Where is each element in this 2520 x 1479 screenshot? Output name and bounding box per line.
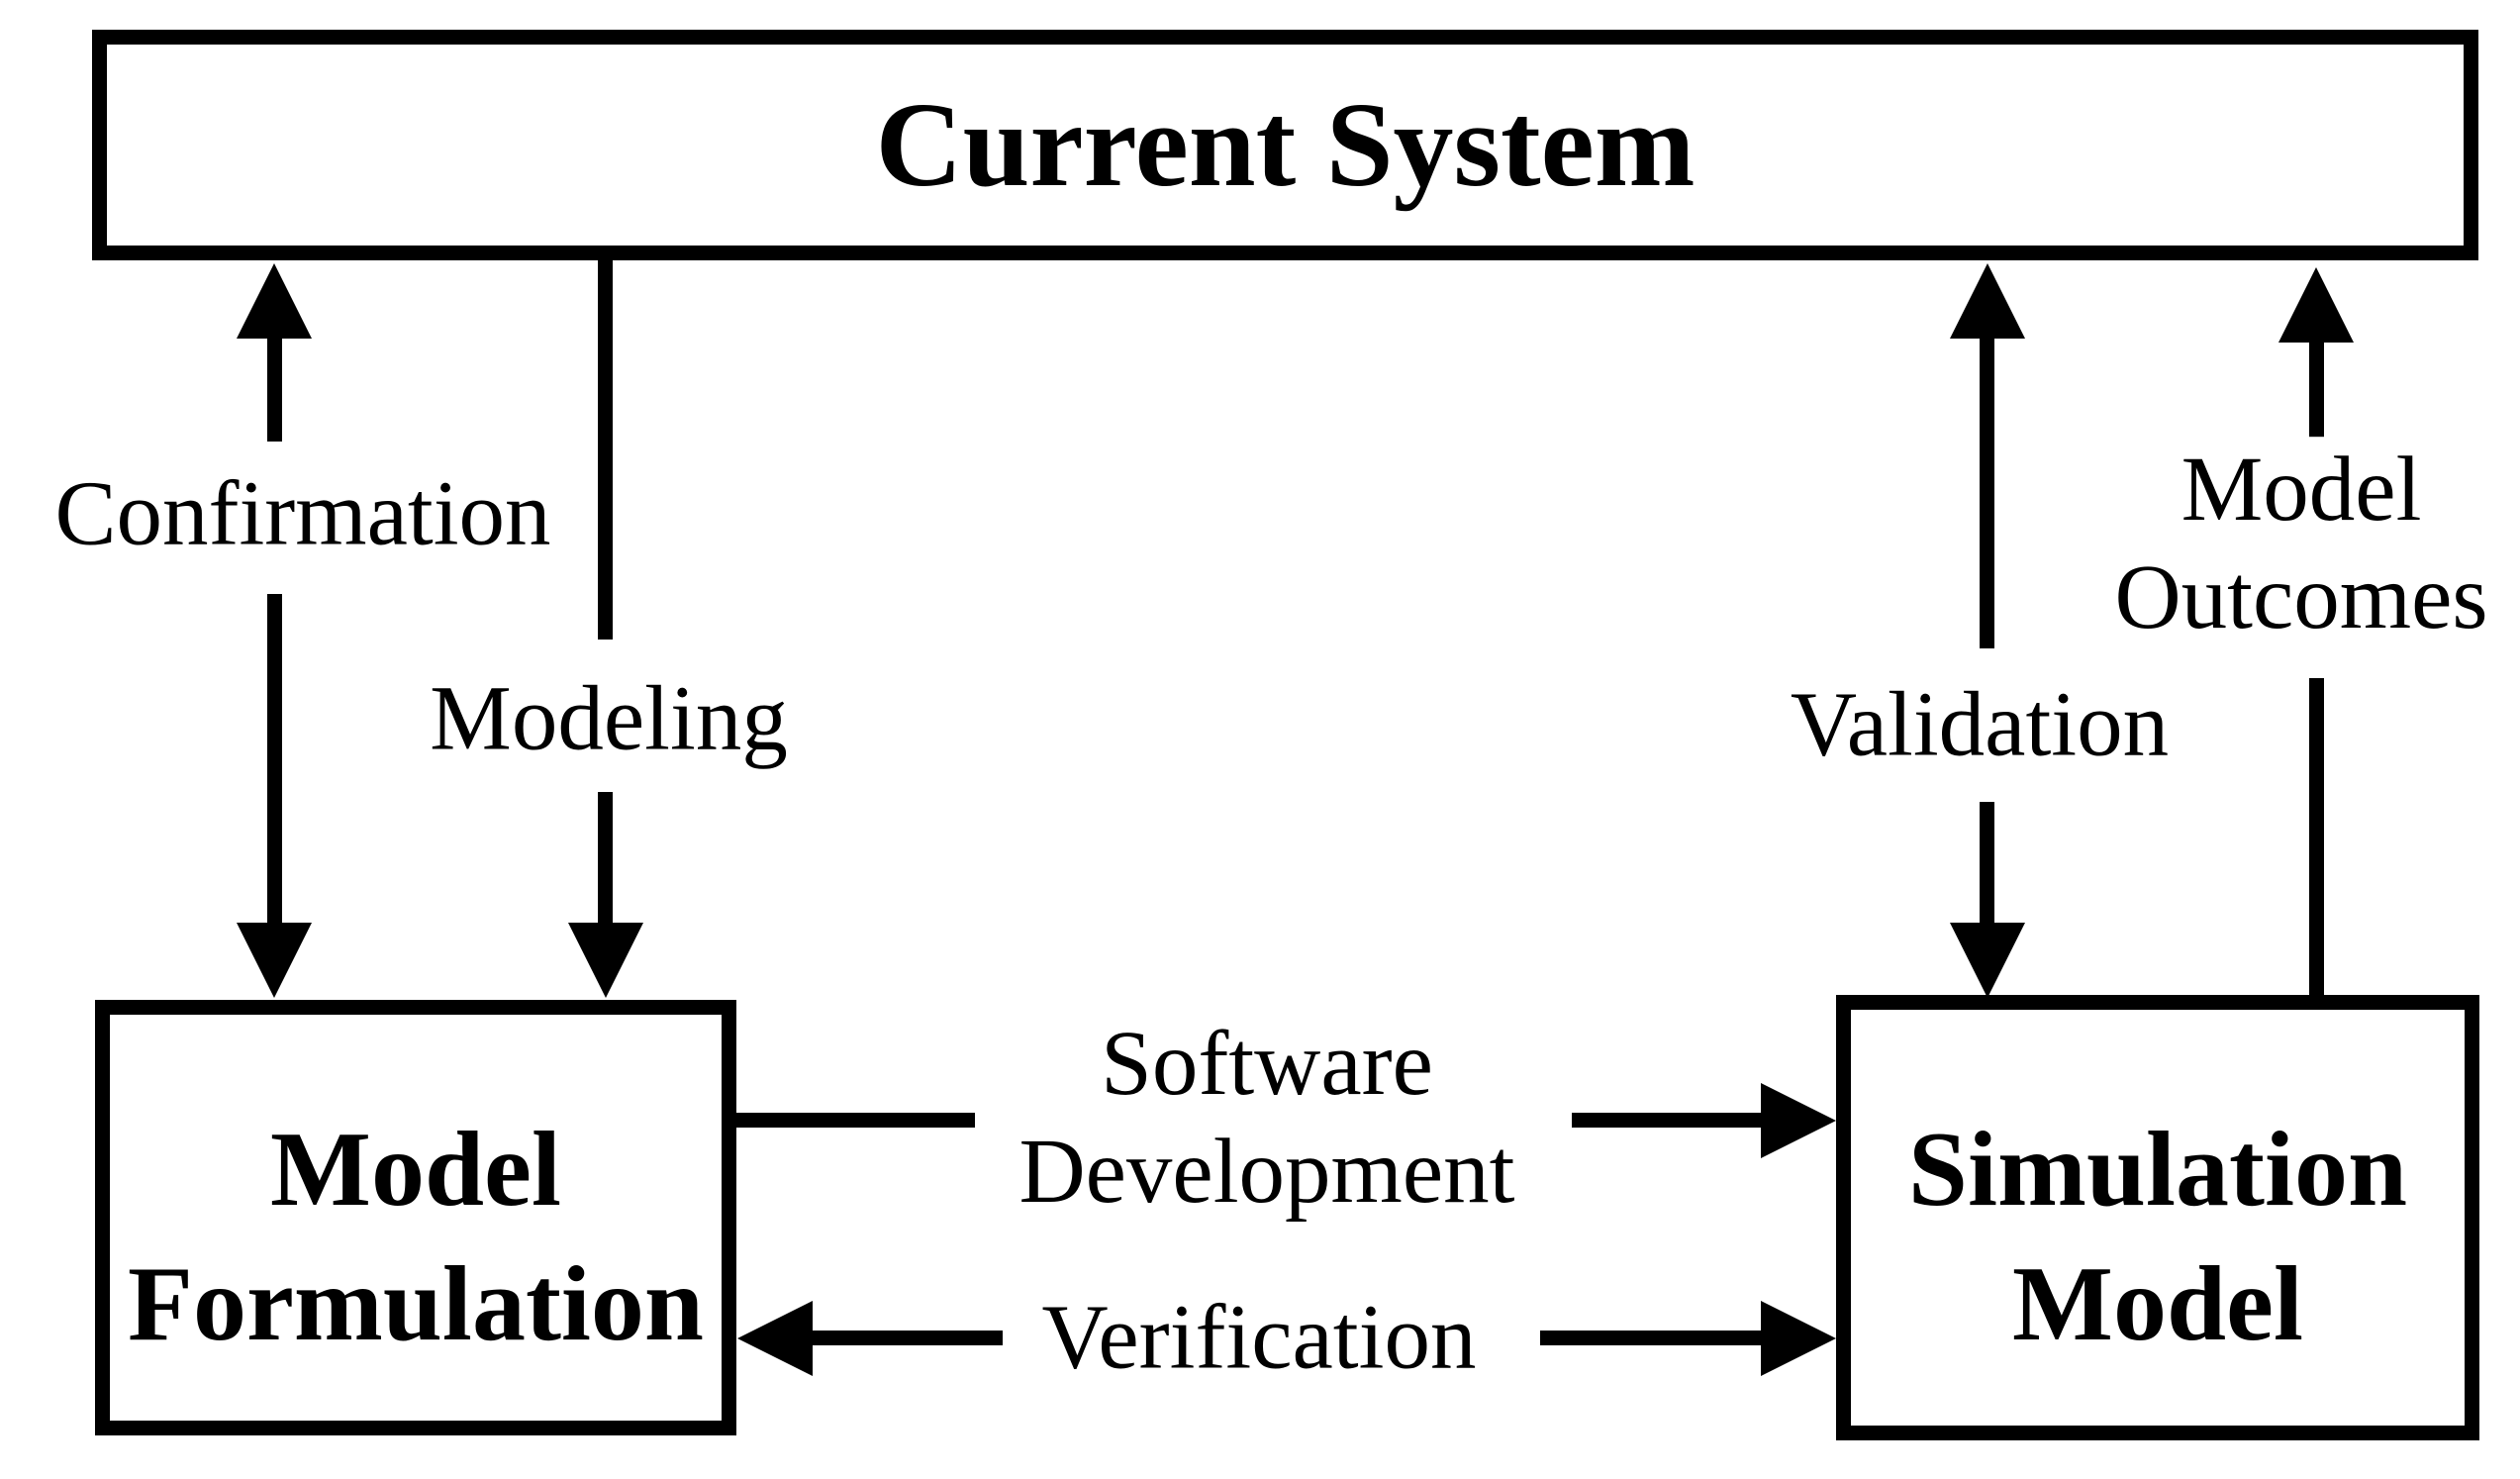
validation-arrowhead-up-icon — [1950, 263, 2025, 339]
validation-shaft-upper — [1980, 335, 1994, 648]
confirmation-shaft-lower — [267, 594, 282, 927]
current-system-title: Current System — [875, 77, 1696, 212]
model-outcomes-label: Model Outcomes — [2114, 437, 2488, 652]
confirmation-arrowhead-down-icon — [237, 923, 312, 998]
model-outcomes-label-line2: Outcomes — [2114, 546, 2488, 648]
model-formulation-title-line2: Formulation — [128, 1245, 704, 1363]
modeling-shaft-lower — [598, 792, 613, 927]
software-development-label-line1: Software — [1101, 1013, 1433, 1116]
confirmation-arrowhead-up-icon — [237, 263, 312, 339]
software-development-arrowhead-right-icon — [1761, 1083, 1836, 1158]
model-outcomes-label-line1: Model — [2181, 439, 2422, 542]
modeling-shaft-upper — [598, 255, 613, 640]
simulation-model-title: Simulation Model — [1908, 1103, 2407, 1372]
verification-arrowhead-right-icon — [1761, 1301, 1836, 1376]
software-development-label-line2: Development — [1018, 1121, 1515, 1223]
confirmation-label: Confirmation — [54, 460, 551, 569]
verification-shaft-right — [1540, 1331, 1765, 1345]
model-formulation-title-line1: Model — [270, 1110, 561, 1229]
confirmation-shaft-upper — [267, 335, 282, 442]
verification-arrowhead-left-icon — [737, 1301, 813, 1376]
validation-label: Validation — [1790, 671, 2170, 780]
simulation-model-title-line2: Model — [2012, 1245, 2303, 1363]
validation-arrowhead-down-icon — [1950, 923, 2025, 998]
validation-shaft-lower — [1980, 802, 1994, 927]
software-development-label: Software Development — [1018, 1011, 1515, 1227]
box-model-formulation: Model Formulation — [95, 1000, 736, 1435]
simulation-model-title-line1: Simulation — [1907, 1110, 2408, 1229]
model-formulation-title: Model Formulation — [128, 1103, 704, 1372]
box-current-system: Current System — [92, 30, 2478, 260]
verification-shaft-left — [809, 1331, 1003, 1345]
verification-label: Verification — [1041, 1284, 1477, 1393]
software-development-shaft-left — [732, 1113, 975, 1128]
model-outcomes-shaft-upper — [2309, 339, 2324, 445]
model-outcomes-arrowhead-up-icon — [2278, 267, 2354, 343]
model-outcomes-shaft-lower — [2309, 678, 2324, 1002]
modeling-arrowhead-down-icon — [568, 923, 643, 998]
box-simulation-model: Simulation Model — [1836, 995, 2479, 1440]
modeling-label: Modeling — [430, 665, 788, 774]
software-development-shaft-right — [1572, 1113, 1765, 1128]
